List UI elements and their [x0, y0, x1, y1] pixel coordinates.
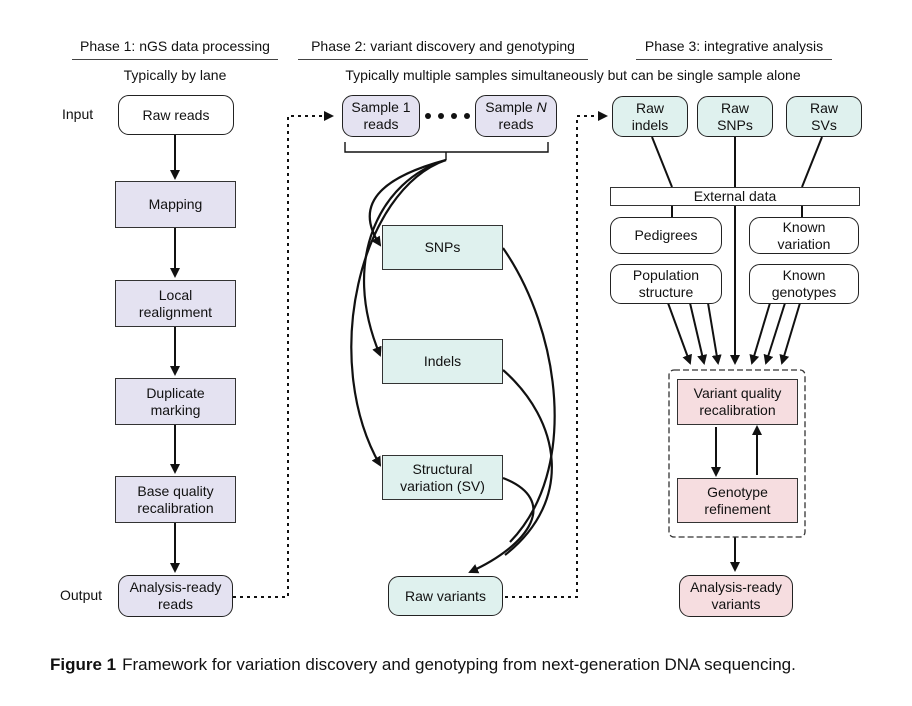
phase2-title: Phase 2: variant discovery and genotypin… [311, 38, 575, 54]
population-structure-node: Population structure [610, 264, 722, 304]
dotted-connectors [233, 111, 608, 598]
sample-ellipsis [425, 113, 470, 119]
phase2-subtitle: Typically multiple samples simultaneousl… [345, 67, 801, 83]
raw-svs-node: Raw SVs [786, 96, 862, 137]
raw-snps-node: Raw SNPs [697, 96, 773, 137]
phase3-underline [636, 59, 832, 60]
snps-node: SNPs [382, 225, 503, 270]
phase3-title: Phase 3: integrative analysis [644, 38, 824, 54]
output-label: Output [60, 587, 103, 603]
sample-bracket [344, 142, 549, 160]
raw-reads-node: Raw reads [118, 95, 234, 135]
phase3-lines [651, 136, 823, 572]
indels-node: Indels [382, 339, 503, 384]
base-quality-node: Base quality recalibration [115, 476, 236, 523]
analysis-ready-reads-node: Analysis-ready reads [118, 575, 233, 617]
figure-label: Figure 1 [50, 655, 117, 674]
known-genotypes-node: Known genotypes [749, 264, 859, 304]
pedigrees-node: Pedigrees [610, 217, 722, 254]
sample-n-line1: Sample N [485, 99, 547, 115]
variant-quality-node: Variant quality recalibration [677, 379, 798, 425]
phase1-title: Phase 1: nGS data processing [80, 38, 270, 54]
phase1-underline [72, 59, 278, 60]
known-variation-node: Known variation [749, 217, 859, 254]
sample-n-line2: reads [498, 116, 534, 132]
raw-indels-node: Raw indels [612, 96, 688, 137]
sample-1-node: Sample 1 reads [342, 95, 420, 137]
figure-caption: Figure 1 Framework for variation discover… [50, 655, 796, 675]
phase1-subtitle: Typically by lane [123, 67, 227, 83]
local-realignment-node: Local realignment [115, 280, 236, 327]
input-label: Input [62, 106, 94, 122]
external-data-node: External data [610, 187, 860, 206]
raw-variants-node: Raw variants [388, 576, 503, 616]
sample-n-node: Sample N reads [475, 95, 557, 137]
refinement-group [668, 369, 806, 538]
duplicate-marking-node: Duplicate marking [115, 378, 236, 425]
structural-variation-node: Structural variation (SV) [382, 455, 503, 500]
figure-caption-text: Framework for variation discovery and ge… [122, 655, 796, 674]
phase2-curves [350, 158, 556, 574]
genotype-refinement-node: Genotype refinement [677, 478, 798, 523]
phase2-underline [298, 59, 588, 60]
analysis-ready-variants-node: Analysis-ready variants [679, 575, 793, 617]
mapping-node: Mapping [115, 181, 236, 228]
